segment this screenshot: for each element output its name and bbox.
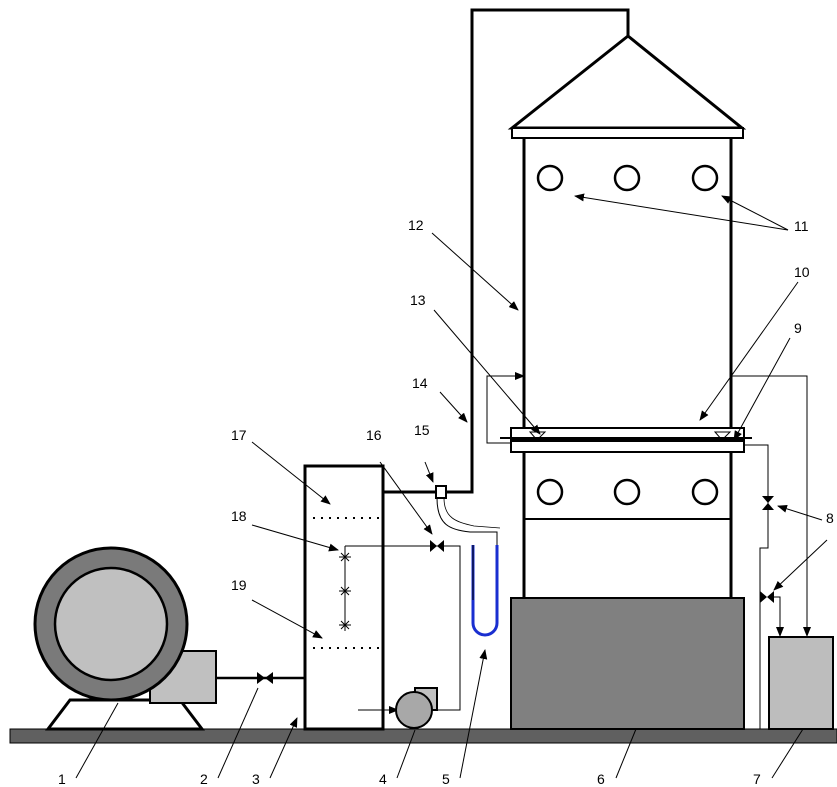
label-1: 1 [58, 771, 66, 787]
valve-8-upper [762, 496, 774, 510]
label-5: 5 [442, 771, 450, 787]
right-measure-tube-upper [731, 375, 811, 637]
ground-floor [9, 728, 837, 744]
right-measure-tube [744, 444, 769, 729]
label-19: 19 [231, 577, 247, 593]
valve-8-lower [760, 591, 774, 603]
label-6: 6 [597, 771, 605, 787]
valve-16 [430, 540, 444, 552]
label-17: 17 [231, 427, 247, 443]
left-measure-tube [486, 372, 525, 444]
label-8: 8 [826, 510, 834, 526]
label-13: 13 [410, 292, 426, 308]
upper-observation-ports [536, 164, 719, 192]
pressure-tap-tube [436, 497, 498, 545]
tower-hood [507, 34, 747, 139]
label-2: 2 [200, 771, 208, 787]
label-9: 9 [794, 320, 802, 336]
tower-base [510, 597, 745, 730]
spray-nozzles [339, 551, 351, 631]
collection-tank [768, 636, 834, 730]
air-duct [444, 8, 630, 494]
valve-2 [257, 672, 273, 684]
label-4: 4 [379, 771, 387, 787]
label-12: 12 [408, 217, 424, 233]
label-11: 11 [794, 218, 809, 234]
humidifier-tower [303, 464, 385, 731]
label-3: 3 [252, 771, 260, 787]
lower-observation-ports [536, 478, 719, 506]
label-10: 10 [794, 264, 810, 280]
tee-junction-15 [435, 485, 447, 499]
spray-water-line [345, 545, 461, 711]
label-14: 14 [412, 375, 428, 391]
label-7: 7 [753, 771, 761, 787]
label-15: 15 [414, 422, 430, 438]
water-pump [395, 687, 438, 729]
label-18: 18 [231, 508, 247, 524]
leader-lines [75, 193, 828, 779]
u-tube-manometer [471, 545, 499, 637]
blower-fan [33, 546, 217, 731]
label-16: 16 [366, 427, 382, 443]
